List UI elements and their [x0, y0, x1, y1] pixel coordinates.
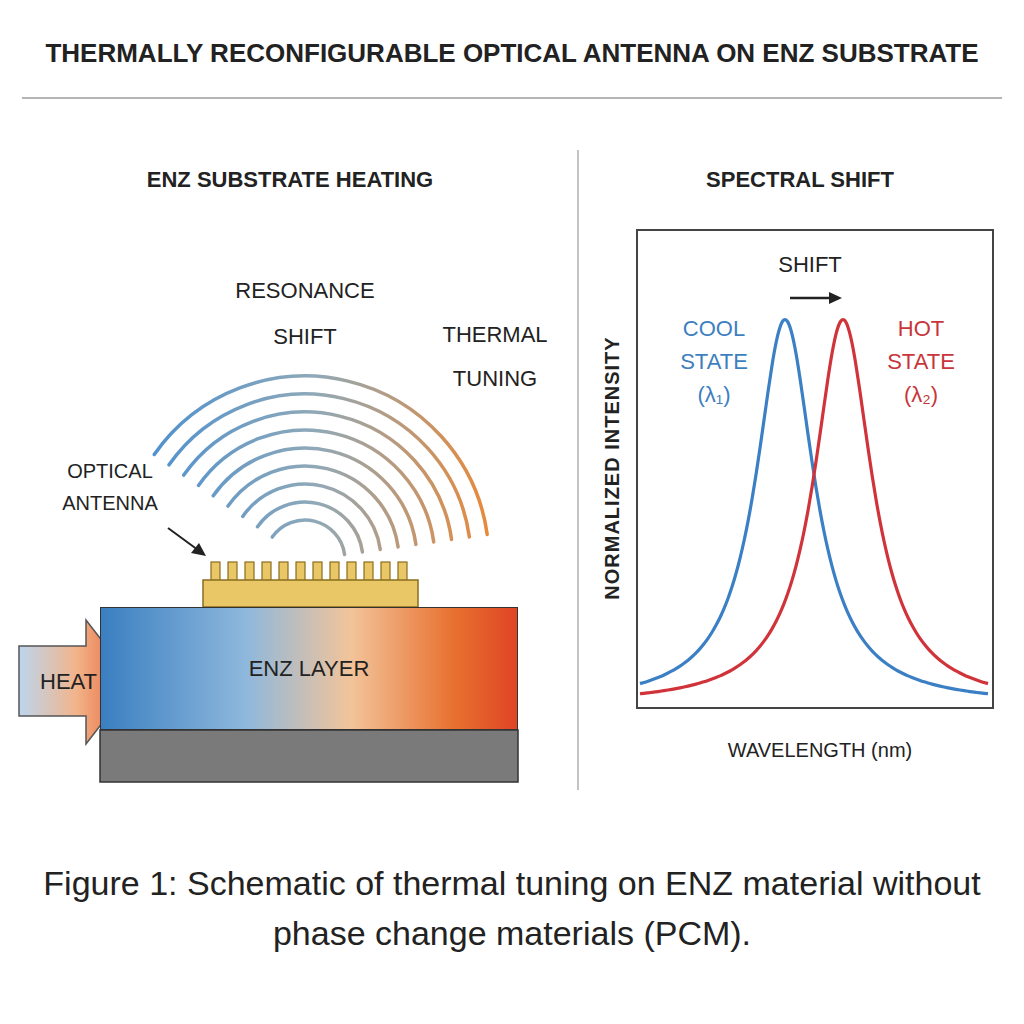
enz-layer: ENZ LAYER: [100, 607, 518, 730]
cool-curve: [640, 320, 988, 694]
leader-arrowhead: [191, 543, 206, 556]
chart-frame: [637, 230, 993, 708]
wave-arc: [272, 520, 344, 554]
wave-arc: [257, 502, 362, 552]
antenna-base: [203, 580, 418, 607]
wave-arc: [243, 484, 381, 549]
leader-line: [168, 528, 198, 550]
title: THERMALLY RECONFIGURABLE OPTICAL ANTENNA…: [20, 38, 1004, 69]
wave-arc: [228, 466, 398, 547]
wave-arc: [169, 394, 469, 537]
label: WAVELENGTH (nm): [640, 738, 1000, 762]
label: THERMAL TUNING: [420, 313, 570, 401]
title-rule: [22, 97, 1002, 99]
label: OPTICAL ANTENNA: [45, 455, 175, 519]
wave-arcs: [154, 376, 487, 554]
label: SHIFT: [760, 252, 860, 278]
base-substrate: [100, 730, 518, 782]
label: RESONANCE SHIFT: [220, 268, 390, 360]
label: COOL STATE (λ₁): [668, 312, 760, 411]
shift-arrow-line: [790, 297, 830, 300]
wave-arc: [213, 448, 416, 544]
label: SPECTRAL SHIFT: [600, 167, 1000, 193]
spectral-curves: [640, 320, 988, 694]
hot-curve: [640, 320, 988, 694]
label: ENZ SUBSTRATE HEATING: [50, 167, 530, 193]
optical-antenna: [203, 562, 418, 607]
label: HOT STATE (λ₂): [875, 312, 967, 411]
label: NORMALIZED INTENSITY: [600, 258, 624, 678]
node-text: ENZ LAYER: [249, 656, 370, 682]
caption: Figure 1: Schematic of thermal tuning on…: [30, 858, 994, 958]
wave-arc: [154, 376, 487, 534]
panel-divider: [577, 150, 579, 790]
shift-arrowhead: [829, 292, 842, 304]
node-text: HEAT: [40, 669, 97, 695]
